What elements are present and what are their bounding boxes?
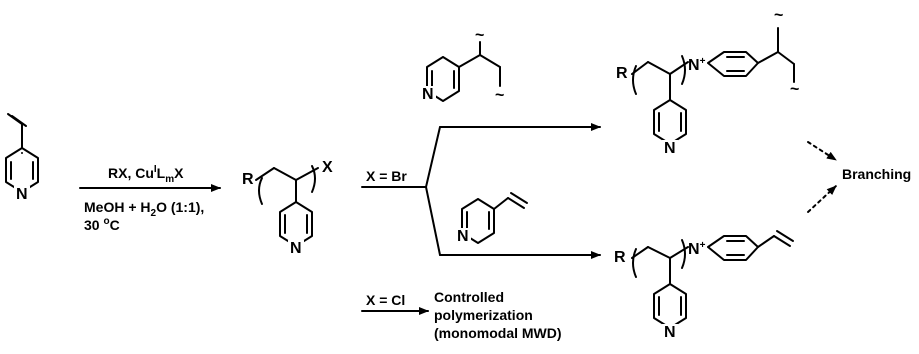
bottom-product-r-group: R (614, 249, 626, 266)
bottom-product-n-plus: N+ (688, 240, 706, 258)
x-end-group: X (322, 159, 333, 176)
top-product-tilde-2: ~ (790, 81, 799, 98)
intermediate-n-atom: N (290, 240, 302, 257)
r-group-label: R (242, 171, 254, 188)
chloride-branch: X = Cl Controlled polymerization (monomo… (361, 289, 562, 341)
vinylpyridine-reagent: N (455, 192, 528, 245)
reaction-arrow-1: RX, CuILmX MeOH + H2O (1:1), 30 oC (79, 164, 221, 233)
polymer-chain-pyridine-reagent: N ~ ~ (420, 27, 504, 104)
top-product-n-plus: N+ (688, 56, 706, 74)
top-product-n-atom: N (664, 140, 676, 157)
conditions-line-2: MeOH + H2O (1:1), (84, 199, 204, 219)
polymer-intermediate: R X N (242, 159, 333, 257)
controlled-line-2: polymerization (434, 307, 533, 323)
top-product-tilde-1: ~ (774, 7, 783, 24)
reagent-top-n-atom: N (422, 86, 434, 103)
x-br-label: X = Br (366, 168, 407, 184)
reagent-bottom-n-atom: N (457, 228, 469, 245)
bottom-product-n-atom: N (664, 324, 676, 341)
x-cl-label: X = Cl (366, 292, 405, 308)
conditions-line-1: RX, CuILmX (108, 164, 184, 185)
tilde-bottom: ~ (495, 87, 504, 104)
product-vinyl-pyridinium: R N+ N (614, 230, 794, 341)
monomer-4-vinylpyridine: N (5, 113, 39, 203)
monomer-n-atom: N (16, 186, 28, 203)
branching-label: Branching (842, 166, 911, 182)
top-product-r-group: R (616, 65, 628, 82)
conditions-line-3: 30 oC (84, 216, 120, 233)
product-branched-pyridinium: R N+ ~ ~ N (616, 7, 799, 157)
controlled-line-1: Controlled (434, 289, 504, 305)
bromide-branch: X = Br (361, 123, 601, 259)
tilde-top: ~ (475, 27, 484, 44)
controlled-line-3: (monomodal MWD) (434, 325, 562, 341)
branching-arrows: Branching (807, 141, 911, 213)
